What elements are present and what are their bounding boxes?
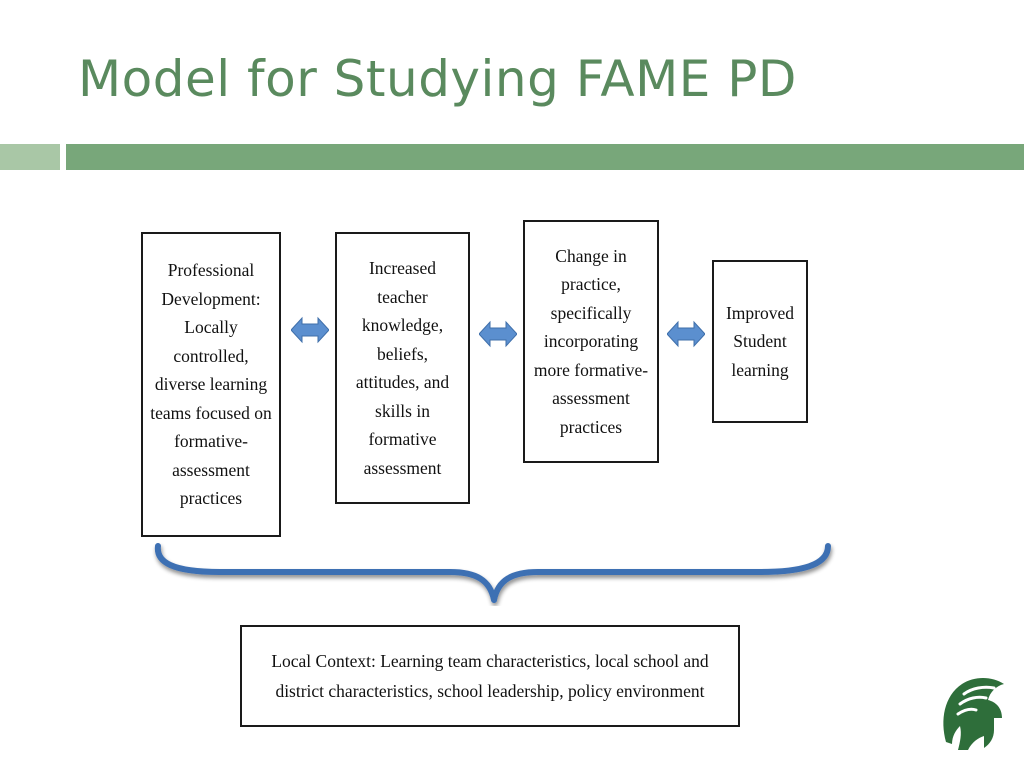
- double-arrow-icon: [291, 316, 329, 344]
- curly-brace-icon: [154, 543, 831, 603]
- box-local-context: Local Context: Learning team characteris…: [240, 625, 740, 727]
- slide-title: Model for Studying FAME PD: [78, 50, 797, 108]
- box-increased-teacher-knowledge-text: Increased teacher knowledge, beliefs, at…: [355, 258, 450, 478]
- box-improved-student-learning: Improved Student learning: [712, 260, 808, 423]
- title-bar-accent: [0, 144, 60, 170]
- box-change-in-practice: Change in practice, specifically incorpo…: [523, 220, 659, 463]
- double-arrow-icon: [479, 320, 517, 348]
- box-professional-development: Professional Development: Locally contro…: [141, 232, 281, 537]
- box-local-context-text: Local Context: Learning team characteris…: [271, 651, 709, 701]
- box-professional-development-text: Professional Development: Locally contro…: [150, 260, 272, 509]
- title-bar: [66, 144, 1024, 170]
- box-improved-student-learning-text: Improved Student learning: [725, 302, 795, 380]
- box-change-in-practice-text: Change in practice, specifically incorpo…: [533, 245, 649, 437]
- spartan-helmet-logo-icon: [943, 678, 1004, 750]
- double-arrow-icon: [667, 320, 705, 348]
- box-increased-teacher-knowledge: Increased teacher knowledge, beliefs, at…: [335, 232, 470, 504]
